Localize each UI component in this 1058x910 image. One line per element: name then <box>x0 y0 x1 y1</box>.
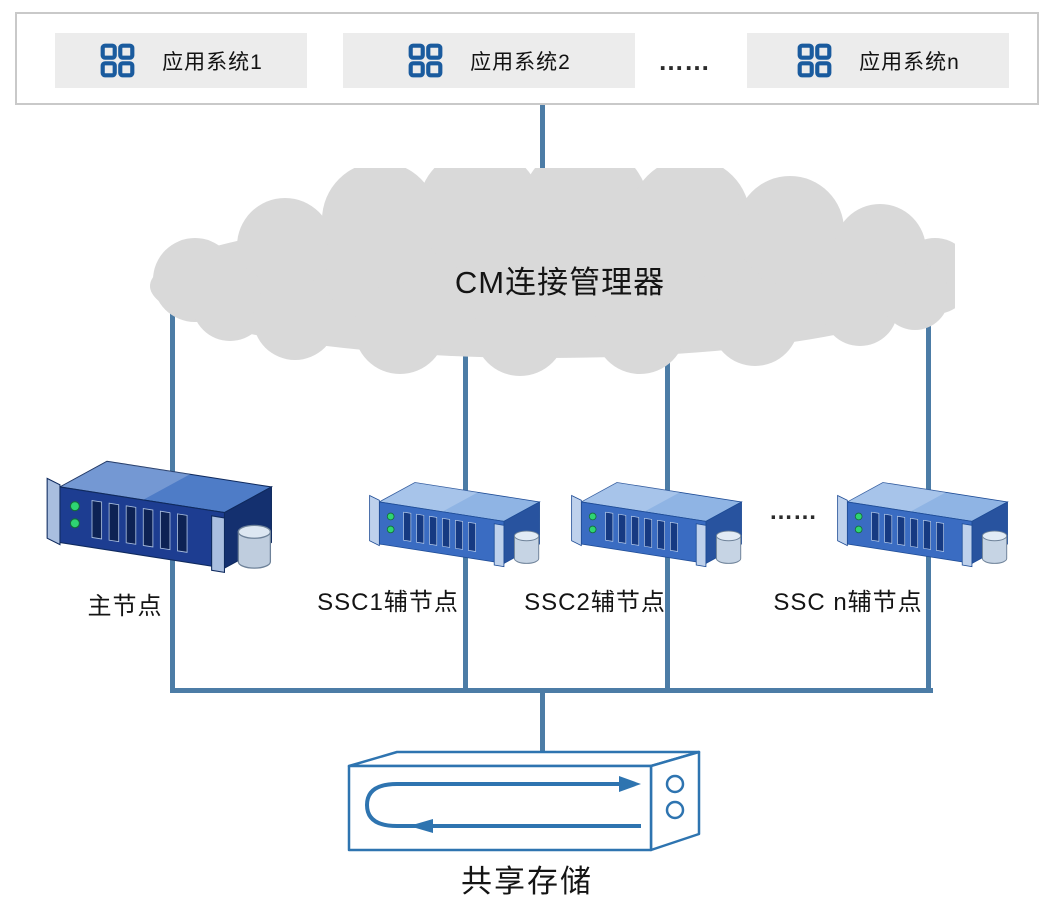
app-grid-icon <box>796 42 833 79</box>
app-system-1-label: 应用系统1 <box>162 50 263 74</box>
ssc2-node-label: SSC2辅节点 <box>524 589 666 616</box>
app-system-2-label: 应用系统2 <box>470 50 571 74</box>
ssc1-node-label: SSC1辅节点 <box>317 589 459 616</box>
connector-cloud-to-ssc1 <box>463 330 468 515</box>
connector-apps-to-cloud <box>540 104 545 204</box>
cloud-shape <box>150 168 955 376</box>
connector-ssc1-to-bus <box>463 540 468 690</box>
app-grid-icon <box>407 42 444 79</box>
application-systems-bar: 应用系统1 应用系统2 …… 应用系统n <box>15 12 1039 105</box>
app-system-n-label: 应用系统n <box>859 50 960 74</box>
connector-cloud-to-ssc2 <box>665 330 670 515</box>
primary-node-server-icon <box>46 460 273 574</box>
storage-bus-line <box>170 688 933 693</box>
connector-ssc2-to-bus <box>665 540 670 690</box>
ssc1-node-server-icon <box>369 482 541 568</box>
ssc2-node-server-icon <box>571 482 743 568</box>
primary-node-label: 主节点 <box>87 593 163 620</box>
nodes-ellipsis: …… <box>769 498 817 525</box>
app-system-2: 应用系统2 <box>343 33 635 88</box>
app-system-1: 应用系统1 <box>55 33 307 88</box>
app-grid-icon <box>99 42 136 79</box>
sscn-node-label: SSC n辅节点 <box>773 589 923 616</box>
connector-bus-to-storage <box>540 690 545 758</box>
connector-cloud-to-sscn <box>926 320 931 515</box>
connector-primary-to-bus <box>170 540 175 690</box>
connector-cloud-to-primary <box>170 290 175 500</box>
connector-sscn-to-bus <box>926 540 931 690</box>
storage-label: 共享存储 <box>461 864 593 899</box>
app-system-n: 应用系统n <box>747 33 1009 88</box>
apps-ellipsis: …… <box>658 46 710 76</box>
cloud-label: CM连接管理器 <box>454 265 666 300</box>
shared-storage-icon <box>347 750 701 852</box>
sscn-node-server-icon <box>837 482 1009 568</box>
